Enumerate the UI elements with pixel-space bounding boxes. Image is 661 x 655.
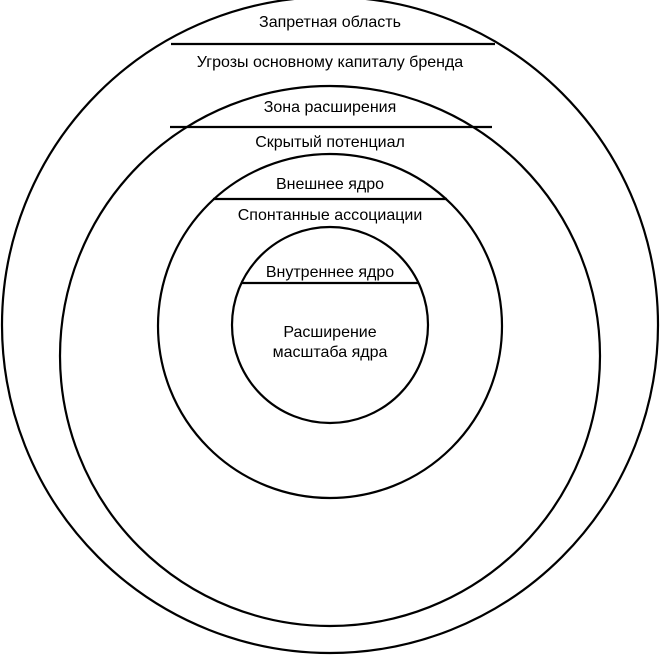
outer-ring-top-label: Запретная область xyxy=(259,14,401,31)
inner-ring-center-line-2: масштаба ядра xyxy=(273,344,388,361)
inner-ring-center-line-1: Расширение xyxy=(283,324,376,341)
outer-ring-bottom-label: Угрозы основному капиталу бренда xyxy=(197,54,463,71)
third-ring-bottom-label: Спонтанные ассоциации xyxy=(238,207,423,224)
second-ring-top-label: Зона расширения xyxy=(264,99,397,116)
second-ring-bottom-label: Скрытый потенциал xyxy=(255,134,405,151)
third-ring-top-label: Внешнее ядро xyxy=(276,176,384,193)
inner-ring-group: Внутреннее ядро Расширение масштаба ядра xyxy=(232,227,428,423)
inner-ring-top-label: Внутреннее ядро xyxy=(266,264,394,281)
